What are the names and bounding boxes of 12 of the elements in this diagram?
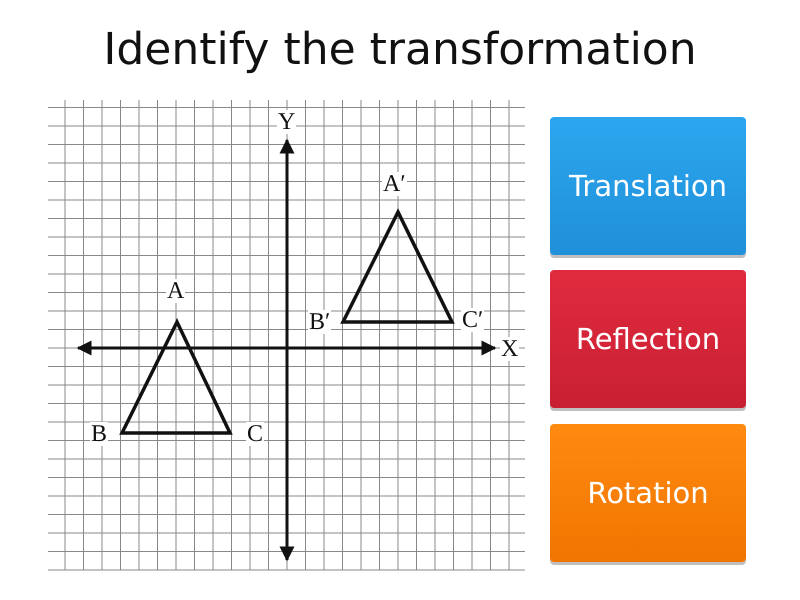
axis-label: X (500, 337, 520, 361)
point-label: C′ (461, 308, 484, 332)
point-label: C (246, 422, 264, 446)
axis-label: Y (277, 110, 296, 134)
point-label: B (90, 422, 108, 446)
answer-button: Rotation (550, 424, 746, 562)
answer-button: Translation (550, 117, 746, 255)
point-label: A (166, 279, 186, 303)
point-label: B′ (308, 310, 332, 334)
answer-button: Reflection (550, 270, 746, 408)
title-heading: Identify the transformation (102, 24, 698, 75)
point-label: A′ (382, 172, 407, 196)
